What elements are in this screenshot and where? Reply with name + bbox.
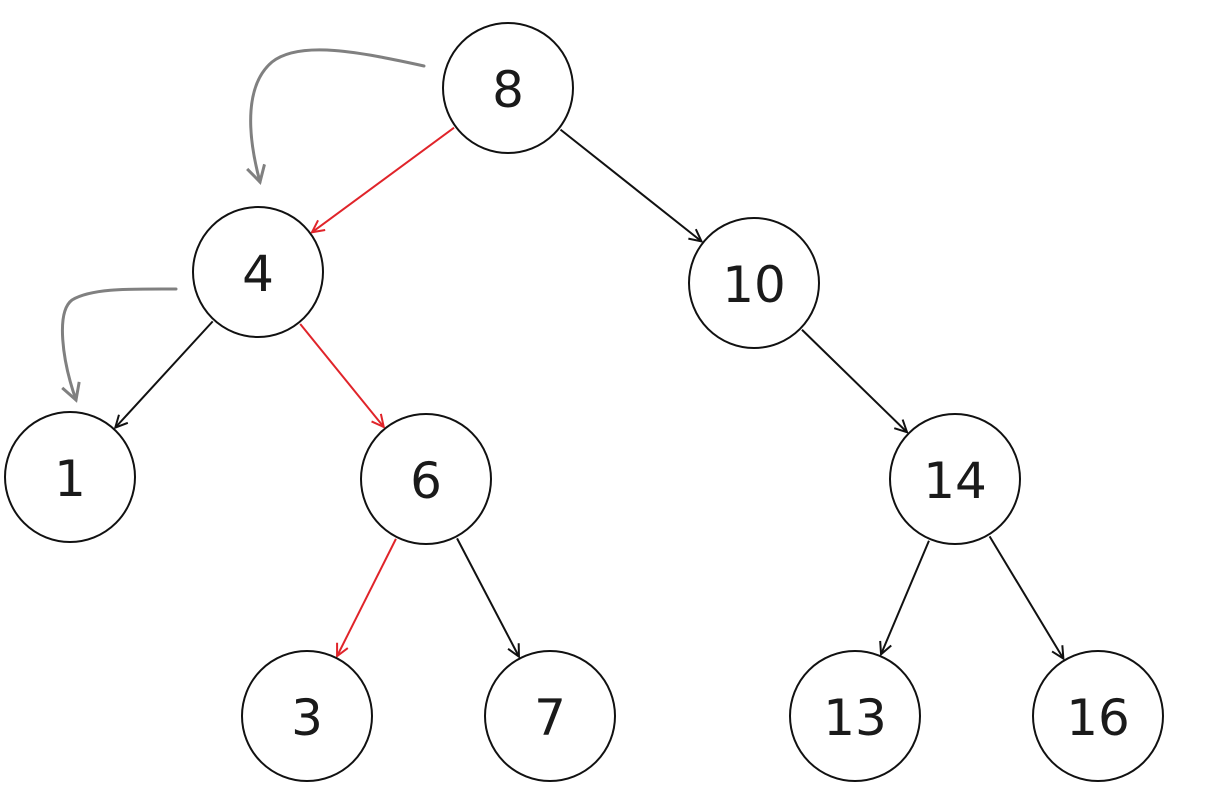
node-label: 10 — [722, 256, 786, 314]
tree-edges — [113, 126, 1065, 661]
node-circle — [192, 206, 324, 338]
edge-n14-n13 — [879, 540, 930, 657]
node-circle — [360, 413, 492, 545]
tree-node-6: 6 — [360, 413, 492, 545]
node-label: 16 — [1066, 689, 1130, 747]
node-circle — [4, 411, 136, 543]
node-label: 6 — [410, 452, 442, 510]
hint-arrows — [61, 48, 426, 400]
edge-n6-n7 — [456, 537, 520, 659]
node-circle — [889, 413, 1021, 545]
node-circle — [484, 650, 616, 782]
tree-node-4: 4 — [192, 206, 324, 338]
node-label: 1 — [54, 450, 86, 508]
hint-arrow-n4-n1 — [61, 287, 178, 400]
node-circle — [789, 650, 921, 782]
edge-n4-n1 — [113, 320, 214, 430]
tree-node-1: 1 — [4, 411, 136, 543]
node-label: 8 — [492, 61, 524, 119]
node-circle — [1032, 650, 1164, 782]
node-label: 13 — [823, 689, 887, 747]
node-circle — [442, 22, 574, 154]
node-label: 3 — [291, 689, 323, 747]
node-circle — [241, 650, 373, 782]
tree-node-16: 16 — [1032, 650, 1164, 782]
hint-arrow-n8-n4 — [251, 48, 426, 182]
edge-n4-n6-highlight — [299, 323, 386, 429]
tree-node-10: 10 — [688, 217, 820, 349]
edge-n8-n4-highlight — [310, 126, 455, 234]
tree-node-14: 14 — [889, 413, 1021, 545]
edge-n6-n3-highlight — [336, 538, 397, 659]
node-circle — [688, 217, 820, 349]
edge-n8-n10 — [559, 128, 704, 243]
tree-node-3: 3 — [241, 650, 373, 782]
tree-node-8: 8 — [442, 22, 574, 154]
node-label: 4 — [242, 245, 274, 303]
tree-node-7: 7 — [484, 650, 616, 782]
node-label: 14 — [923, 452, 987, 510]
tree-node-13: 13 — [789, 650, 921, 782]
edge-n10-n14 — [801, 329, 909, 434]
node-label: 7 — [534, 689, 566, 747]
edge-n14-n16 — [988, 535, 1065, 661]
